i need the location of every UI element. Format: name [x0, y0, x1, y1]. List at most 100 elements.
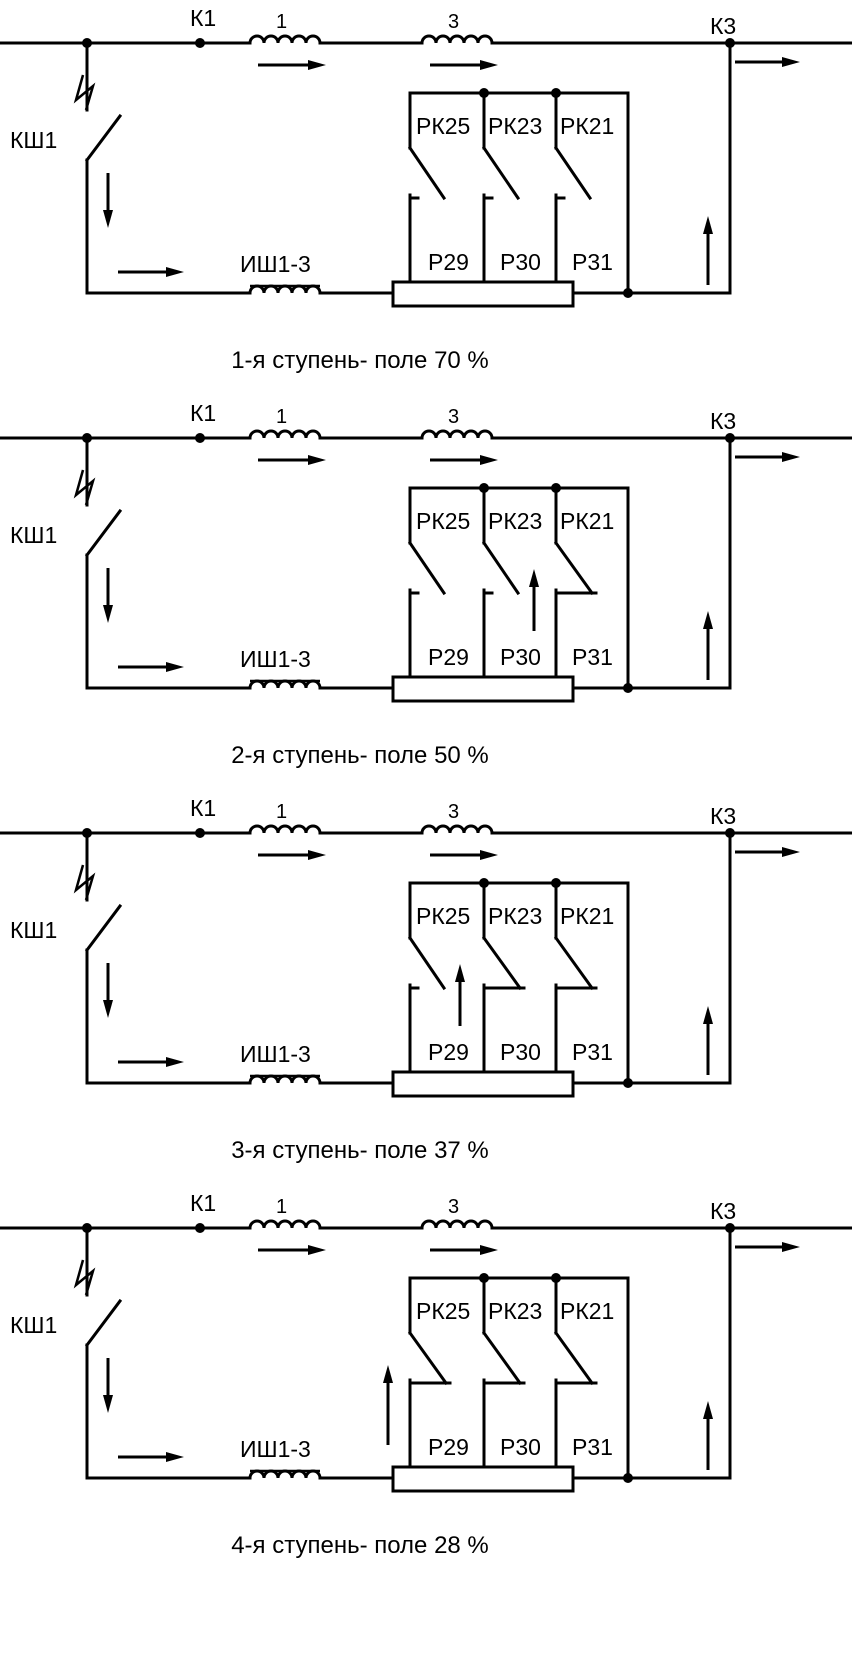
rk25-label: РК25	[416, 113, 470, 139]
k3-label: К3	[710, 1198, 736, 1224]
arrow-head	[703, 216, 713, 234]
arrow-head	[166, 267, 184, 277]
rk25-contact-blade-closed	[407, 1330, 449, 1386]
arrow-head	[103, 1000, 113, 1018]
arrow-head	[103, 605, 113, 623]
stage-caption: 3-я ступень- поле 37 %	[231, 1137, 489, 1164]
ksh1-contact-blade	[84, 508, 123, 558]
arrow-head	[529, 569, 539, 587]
current-arrow-icon	[735, 847, 800, 857]
arrow-head	[308, 455, 326, 465]
ksh1-label: КШ1	[10, 522, 57, 548]
r-label-1: Р30	[500, 249, 541, 275]
k1-label: К1	[190, 400, 216, 426]
current-arrow-icon	[118, 1057, 184, 1067]
stage-caption: 1-я ступень- поле 70 %	[231, 347, 489, 374]
rk23-contact-blade-open	[481, 540, 521, 596]
k1-label: К1	[190, 1190, 216, 1216]
arrow-head	[480, 850, 498, 860]
rk23-label: РК23	[488, 508, 542, 534]
k1-contact-dot	[195, 828, 205, 838]
lightning-icon	[73, 1259, 96, 1296]
lightning-icon	[73, 74, 96, 111]
r-label-2: Р31	[572, 1039, 613, 1065]
winding-1-label: 1	[276, 406, 287, 428]
current-arrow-icon	[258, 850, 326, 860]
arrow-head	[308, 1245, 326, 1255]
k3-label: К3	[710, 803, 736, 829]
current-arrow-icon	[735, 452, 800, 462]
rk21-label: РК21	[560, 903, 614, 929]
rk25-contact-blade-open	[407, 145, 447, 201]
r-label-1: Р30	[500, 1434, 541, 1460]
current-arrow-up-icon	[703, 611, 713, 680]
series-winding-1	[248, 824, 322, 835]
current-arrow-icon	[430, 60, 498, 70]
ish-label: ИШ1-3	[240, 251, 311, 277]
series-winding-1	[248, 34, 322, 45]
arrow-head	[166, 1057, 184, 1067]
arrow-head	[703, 1006, 713, 1024]
winding-1-label: 1	[276, 11, 287, 33]
resistor-box	[391, 280, 575, 308]
arrow-head	[480, 60, 498, 70]
winding-3-label: 3	[448, 406, 459, 428]
lightning-icon	[73, 864, 96, 901]
ksh1-contact-blade	[84, 1298, 123, 1348]
r-label-1: Р30	[500, 644, 541, 670]
current-arrow-up-icon	[455, 964, 465, 1026]
arrow-head	[782, 1242, 800, 1252]
r-label-0: Р29	[428, 644, 469, 670]
rk21-contact-blade-open	[553, 145, 593, 201]
ksh1-contact-blade	[84, 903, 123, 953]
ksh1-label: КШ1	[10, 127, 57, 153]
current-arrow-icon	[118, 267, 184, 277]
arrow-head	[166, 662, 184, 672]
arrow-head	[103, 210, 113, 228]
current-arrow-icon	[430, 1245, 498, 1255]
resistor-box	[391, 1070, 575, 1098]
rk25-label: РК25	[416, 508, 470, 534]
r-label-1: Р30	[500, 1039, 541, 1065]
series-winding-3	[420, 34, 494, 45]
winding-3-label: 3	[448, 11, 459, 33]
arrow-head	[166, 1452, 184, 1462]
k1-contact-dot	[195, 433, 205, 443]
k1-label: К1	[190, 5, 216, 31]
ish-label: ИШ1-3	[240, 1041, 311, 1067]
r-label-2: Р31	[572, 644, 613, 670]
winding-3-label: 3	[448, 1196, 459, 1218]
arrow-head	[103, 1395, 113, 1413]
current-arrow-up-icon	[703, 1401, 713, 1470]
ish-label: ИШ1-3	[240, 646, 311, 672]
current-arrow-up-icon	[383, 1365, 393, 1445]
k1-label: К1	[190, 795, 216, 821]
rk25-contact-blade-open	[407, 935, 447, 991]
current-arrow-up-icon	[529, 569, 539, 631]
current-arrow-down-icon	[103, 963, 113, 1018]
current-arrow-icon	[258, 455, 326, 465]
current-arrow-icon	[430, 850, 498, 860]
r-label-0: Р29	[428, 1434, 469, 1460]
lightning-icon	[73, 469, 96, 506]
arrow-head	[782, 452, 800, 462]
series-winding-3	[420, 429, 494, 440]
current-arrow-icon	[430, 455, 498, 465]
k1-contact-dot	[195, 38, 205, 48]
resistor-box	[391, 675, 575, 703]
winding-1-label: 1	[276, 1196, 287, 1218]
k3-label: К3	[710, 408, 736, 434]
ksh1-label: КШ1	[10, 1312, 57, 1338]
rk23-contact-blade-open	[481, 145, 521, 201]
series-winding-3	[420, 824, 494, 835]
current-arrow-icon	[258, 1245, 326, 1255]
series-winding-1	[248, 429, 322, 440]
winding-3-label: 3	[448, 801, 459, 823]
rk23-label: РК23	[488, 1298, 542, 1324]
current-arrow-down-icon	[103, 568, 113, 623]
